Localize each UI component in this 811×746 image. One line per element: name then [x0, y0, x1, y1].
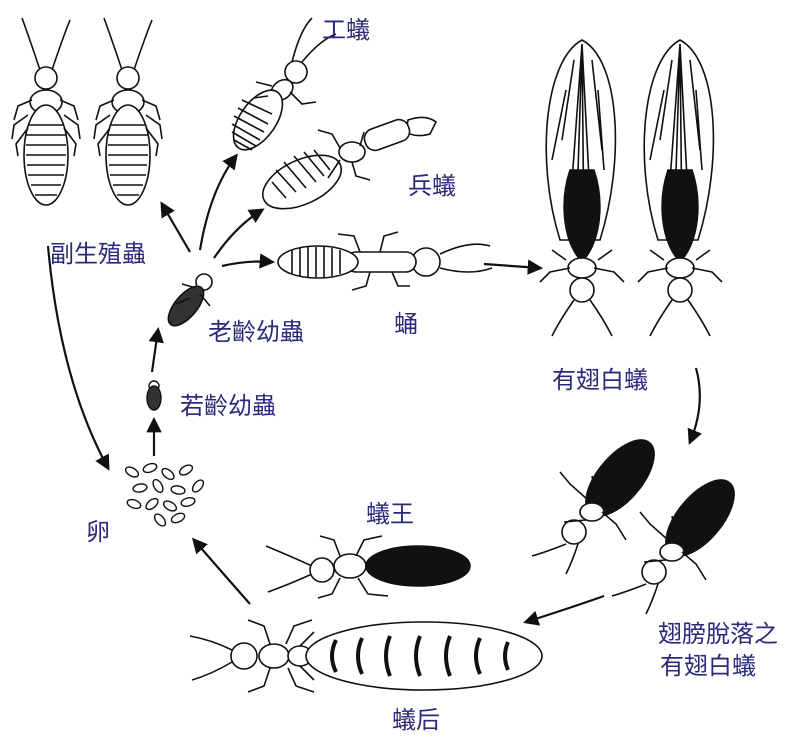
label-queen: 蟻后 [392, 706, 440, 734]
arrow-old-larva-to-soldier [214, 210, 262, 258]
worker-insect [224, 18, 336, 158]
alate-insect-2 [638, 40, 722, 336]
nymph-insect [278, 232, 492, 290]
label-old-larva: 老齡幼蟲 [208, 318, 304, 346]
alate-insect-1 [540, 40, 624, 336]
arrow-queen-to-eggs [194, 540, 250, 604]
label-dealate-line2: 有翅白蟻 [660, 652, 756, 680]
soldier-insect [255, 117, 436, 220]
king-insect [266, 536, 470, 598]
label-soldier: 兵蟻 [408, 172, 456, 200]
arrow-young-to-old-larva [152, 330, 158, 372]
secondary-reproductive-insect-2 [94, 18, 162, 205]
label-nymph: 蛹 [394, 310, 418, 338]
label-alate: 有翅白蟻 [552, 366, 648, 394]
queen-insect [190, 620, 542, 692]
label-secondary-reproductive: 副生殖蟲 [50, 240, 146, 268]
secondary-reproductive-insect-1 [12, 18, 80, 205]
label-king: 蟻王 [366, 500, 414, 528]
label-young-larva: 若齡幼蟲 [180, 392, 276, 420]
young-larva-insect [147, 381, 161, 410]
old-larva-insect [162, 274, 212, 331]
label-dealate-line1: 翅膀脫落之 [658, 620, 778, 648]
arrow-alate-to-dealate [690, 368, 700, 442]
arrow-old-larva-to-secondary [162, 204, 190, 252]
arrow-dealate-to-queen [526, 596, 604, 622]
label-worker: 工蟻 [322, 16, 370, 44]
dealate-insect-1 [532, 429, 666, 574]
arrow-old-larva-to-nymph [222, 262, 272, 267]
arrow-nymph-to-alate [484, 264, 540, 268]
egg-cluster [124, 462, 206, 528]
arrow-secondary-to-eggs [48, 246, 108, 468]
label-egg: 卵 [86, 518, 110, 546]
